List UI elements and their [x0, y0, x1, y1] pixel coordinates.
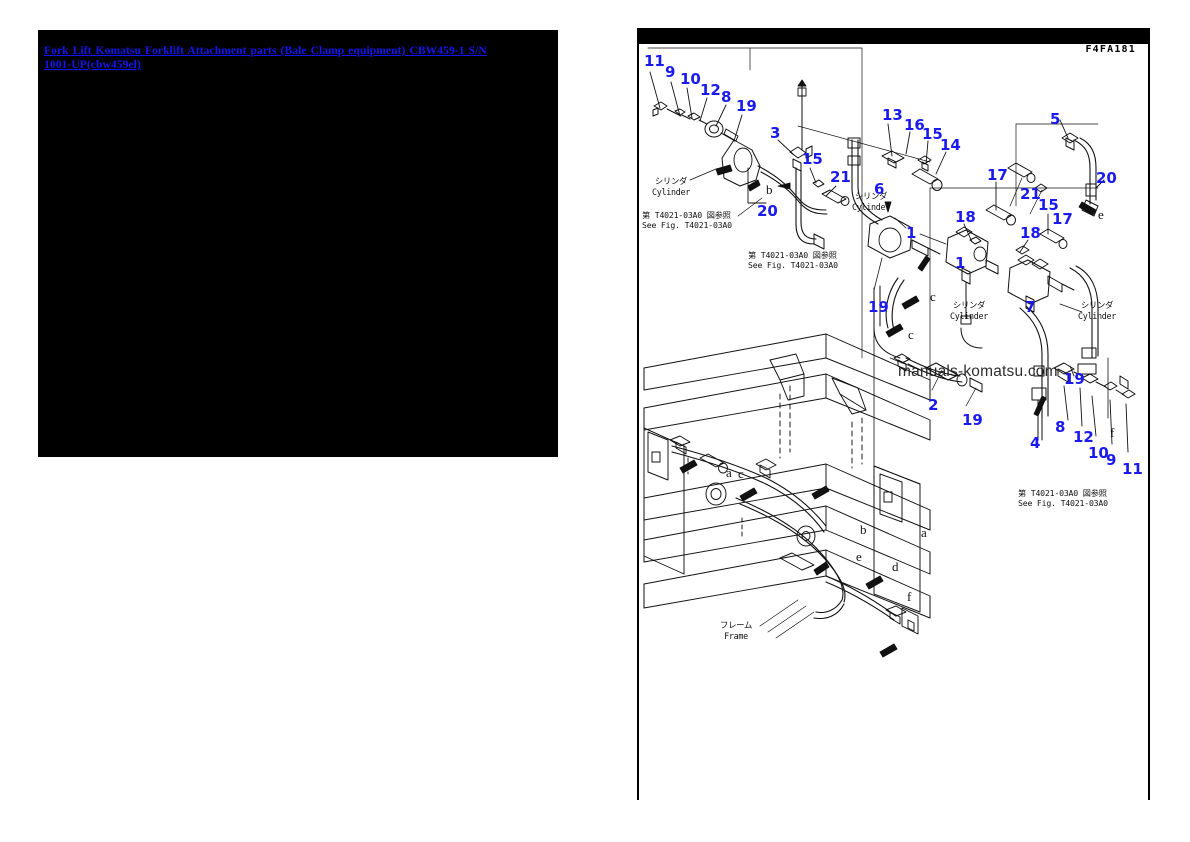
callout-5: 5	[1050, 110, 1061, 128]
diagram-border-right	[1148, 44, 1150, 800]
callout-6: 6	[874, 180, 885, 198]
callout-17a: 17	[987, 166, 1008, 184]
callout-13: 13	[882, 106, 903, 124]
letter-tag-b: b	[766, 182, 773, 197]
letter-tag-c3: c	[908, 327, 914, 342]
callout-10: 10	[680, 70, 701, 88]
callout-9b: 9	[1106, 451, 1117, 469]
letter-tag-e: e	[856, 549, 862, 564]
letter-tag-a: a	[726, 465, 732, 480]
diagram-border-left	[637, 44, 639, 800]
label-frame: フレーム Frame	[720, 620, 753, 641]
callout-11: 11	[644, 52, 665, 70]
diagram-code-label: F4FA181	[1085, 44, 1136, 55]
letter-tag-d: d	[892, 559, 899, 574]
letter-tag-f2: f	[1110, 425, 1115, 440]
callout-2: 2	[928, 396, 939, 414]
callout-12: 12	[700, 81, 721, 99]
callout-14: 14	[940, 136, 961, 154]
callout-7: 7	[1025, 298, 1036, 316]
parts-diagram-drawing	[643, 47, 1136, 658]
callout-3: 3	[770, 124, 781, 142]
parts-diagram-panel: F4FA181	[630, 28, 1150, 803]
callout-19: 19	[736, 97, 757, 115]
callout-11b: 11	[1122, 460, 1143, 478]
callout-19b: 19	[868, 298, 889, 316]
callout-10b: 10	[1088, 444, 1109, 462]
callout-19d: 19	[1064, 370, 1085, 388]
callout-17b: 17	[1052, 210, 1073, 228]
callout-12b: 12	[1073, 428, 1094, 446]
letter-tag-b2: b	[860, 522, 867, 537]
reference-note-3: 第 T4021-03A0 図参照 See Fig. T4021-03A0	[1018, 488, 1108, 508]
letter-tag-c2: c	[930, 289, 936, 304]
document-preview-panel: Fork Lift Komatsu Forklift Attachment pa…	[38, 30, 558, 457]
letter-tag-c: c	[738, 466, 744, 481]
callout-4: 4	[1030, 434, 1041, 452]
reference-note-1: 第 T4021-03A0 図参照 See Fig. T4021-03A0	[642, 210, 732, 230]
callout-15c: 15	[1038, 196, 1059, 214]
callout-18b: 18	[1020, 224, 1041, 242]
letter-tag-a2: a	[921, 525, 927, 540]
callout-19c: 19	[962, 411, 983, 429]
reference-note-2: 第 T4021-03A0 図参照 See Fig. T4021-03A0	[748, 250, 838, 270]
document-title-link[interactable]: Fork Lift Komatsu Forklift Attachment pa…	[44, 45, 487, 71]
callout-20a: 20	[757, 202, 778, 220]
callout-15b: 15	[922, 125, 943, 143]
label-cylinder-1: シリンダ Cylinder	[652, 176, 690, 197]
callout-1a: 1	[906, 224, 917, 242]
diagram-header-bar	[637, 28, 1150, 44]
callout-8: 8	[721, 88, 732, 106]
callout-21b: 21	[1020, 185, 1041, 203]
label-cylinder-2: シリンダ Cylinder	[852, 191, 890, 212]
callout-20b: 20	[1096, 169, 1117, 187]
letter-tag-e2: e	[1098, 207, 1104, 222]
callout-1b: 1	[955, 254, 966, 272]
label-cylinder-4: シリンダ Cylinder	[1078, 300, 1116, 321]
callout-21a: 21	[830, 168, 851, 186]
callout-9: 9	[665, 63, 676, 81]
callout-16: 16	[904, 116, 925, 134]
letter-tag-f: f	[907, 589, 912, 604]
label-cylinder-3: シリンダ Cylinder	[950, 300, 988, 321]
callout-15a: 15	[802, 150, 823, 168]
callout-18a: 18	[955, 208, 976, 226]
callout-8b: 8	[1055, 418, 1066, 436]
